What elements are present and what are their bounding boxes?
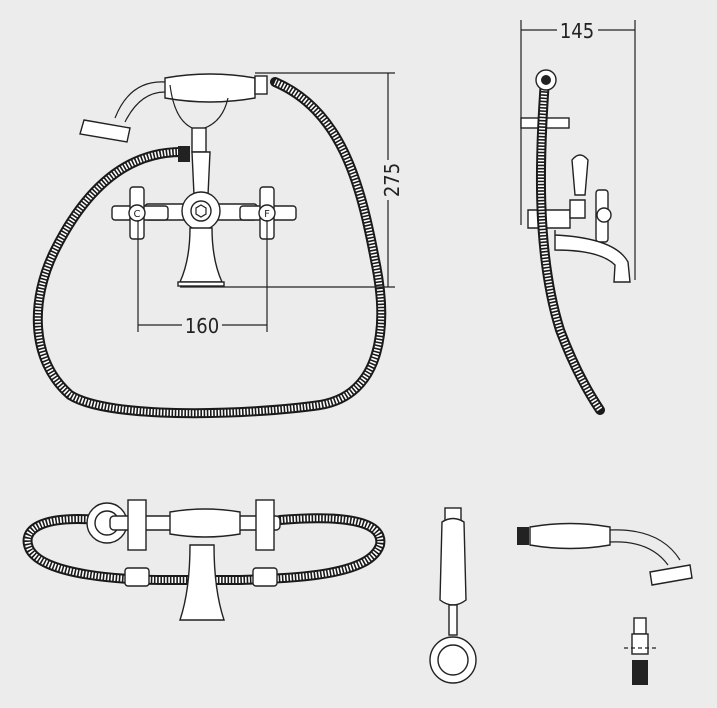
front-view: C F 275 160: [32, 72, 404, 419]
shower-hose-front: [32, 77, 387, 419]
cold-label: C: [134, 209, 141, 220]
dimension-height: 275: [180, 72, 404, 288]
handle-centres-dimension-label: 160: [185, 314, 219, 338]
top-view: [22, 499, 386, 621]
dimension-handle-centres: 160: [137, 220, 268, 338]
dimension-depth: 145: [520, 19, 636, 280]
hot-handle: F: [239, 186, 297, 240]
shower-hose-top: [22, 513, 386, 585]
height-dimension-label: 275: [380, 163, 404, 197]
handset-front: [79, 73, 268, 143]
handset-front-detail: [429, 507, 477, 684]
hose-connector-detail: [624, 617, 656, 685]
cold-handle: C: [111, 186, 169, 240]
handset-side-detail: [517, 522, 693, 586]
side-view: 145: [520, 19, 636, 415]
mixer-body-front: [144, 127, 258, 287]
hot-label: F: [264, 209, 270, 220]
shower-hose-side: [535, 75, 605, 415]
depth-dimension-label: 145: [560, 19, 594, 43]
